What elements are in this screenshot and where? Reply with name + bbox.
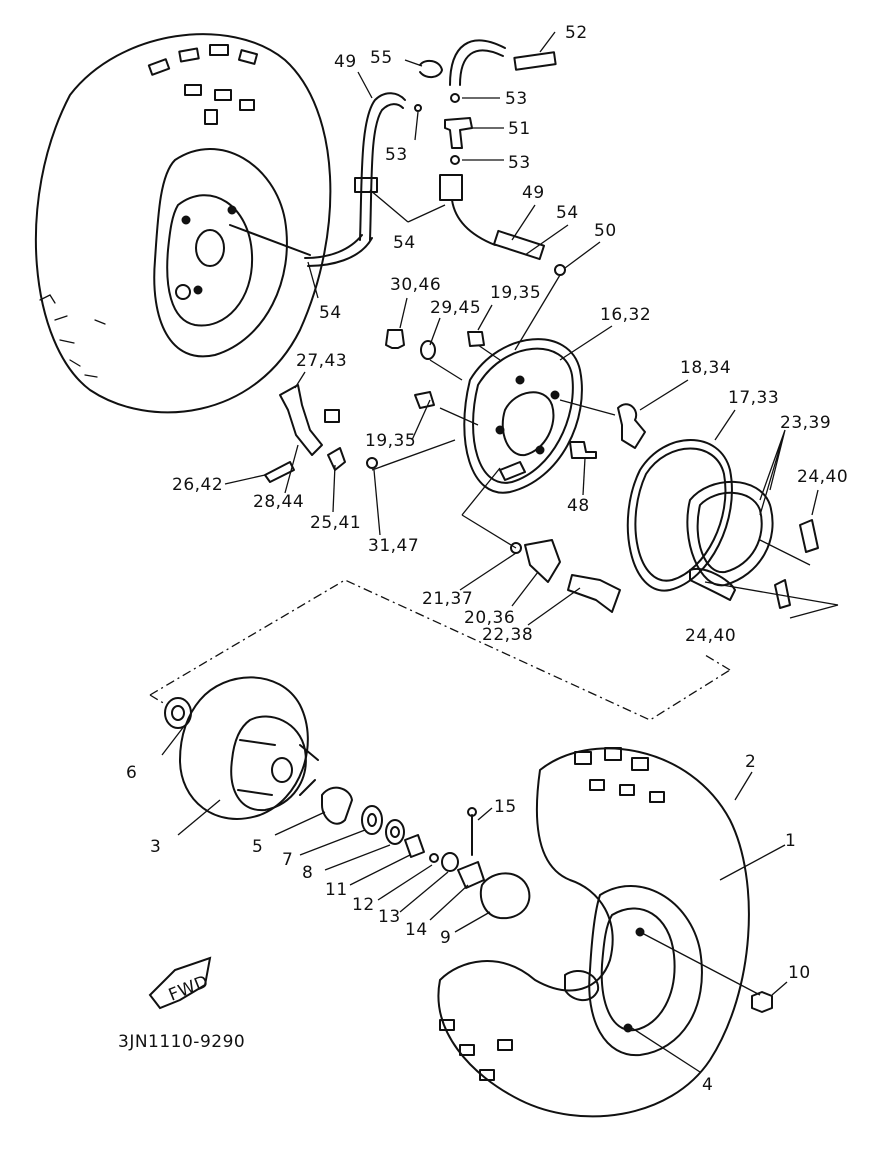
- callout-27-43: 27,43: [296, 351, 347, 371]
- callout-11: 11: [325, 880, 348, 900]
- callout-16-32: 16,32: [600, 305, 651, 325]
- callout-20-36: 20,36: [464, 608, 515, 628]
- callout-28-44: 28,44: [253, 492, 304, 512]
- callout-6: 6: [126, 763, 137, 783]
- callout-53-mid: 53: [508, 153, 531, 173]
- callout-9: 9: [440, 928, 451, 948]
- callout-30-46: 30,46: [390, 275, 441, 295]
- callout-22-38: 22,38: [482, 625, 533, 645]
- callout-14: 14: [405, 920, 428, 940]
- callout-labels: 1 2 3 4 5 6 7 8 9 10 11 12 13 14 15 16,3…: [126, 23, 848, 1095]
- callout-51: 51: [508, 119, 531, 139]
- diagram-code: 3JN1110-9290: [118, 1032, 245, 1052]
- callout-49-upper: 49: [334, 52, 357, 72]
- callout-53-left: 53: [385, 145, 408, 165]
- upper-wheel-assembly: [34, 33, 332, 414]
- callout-23-39: 23,39: [780, 413, 831, 433]
- callout-50: 50: [594, 221, 617, 241]
- callout-8: 8: [302, 863, 313, 883]
- callout-15: 15: [494, 797, 517, 817]
- callout-21-37: 21,37: [422, 589, 473, 609]
- callout-5: 5: [252, 837, 263, 857]
- callout-54-left: 54: [319, 303, 342, 323]
- callout-19-35-lower: 19,35: [365, 431, 416, 451]
- callout-24-40-upper: 24,40: [797, 467, 848, 487]
- callout-24-40-lower: 24,40: [685, 626, 736, 646]
- backing-plate-hardware: [264, 274, 646, 613]
- callout-1: 1: [785, 831, 796, 851]
- callout-7: 7: [282, 850, 293, 870]
- callout-26-42: 26,42: [172, 475, 223, 495]
- callout-54-mid: 54: [393, 233, 416, 253]
- upper-leaders: [224, 31, 736, 626]
- lower-tire-assembly: [437, 747, 788, 1118]
- callout-17-33: 17,33: [728, 388, 779, 408]
- tread-blocks: [39, 44, 259, 378]
- callout-55: 55: [370, 48, 393, 68]
- callout-19-35-upper: 19,35: [490, 283, 541, 303]
- callout-10: 10: [788, 963, 811, 983]
- callout-29-45: 29,45: [430, 298, 481, 318]
- brake-backing-plate: [463, 338, 583, 494]
- callout-2: 2: [745, 752, 756, 772]
- callout-54-right: 54: [556, 203, 579, 223]
- fwd-arrow: FWD: [148, 956, 212, 1010]
- callout-12: 12: [352, 895, 375, 915]
- callout-13: 13: [378, 907, 401, 927]
- lower-tread-blocks: [439, 747, 665, 1081]
- callout-31-47: 31,47: [368, 536, 419, 556]
- callout-53-top: 53: [505, 89, 528, 109]
- callout-18-34: 18,34: [680, 358, 731, 378]
- callout-52: 52: [565, 23, 588, 43]
- callout-3: 3: [150, 837, 161, 857]
- front-hub-assembly: [161, 676, 531, 933]
- brake-drum-and-shoes: [626, 429, 839, 619]
- alignment-line: [149, 579, 731, 721]
- brake-hose-assembly: [304, 39, 566, 276]
- callout-25-41: 25,41: [310, 513, 361, 533]
- callout-49-lower: 49: [522, 183, 545, 203]
- callout-48: 48: [567, 496, 590, 516]
- callout-4: 4: [702, 1075, 713, 1095]
